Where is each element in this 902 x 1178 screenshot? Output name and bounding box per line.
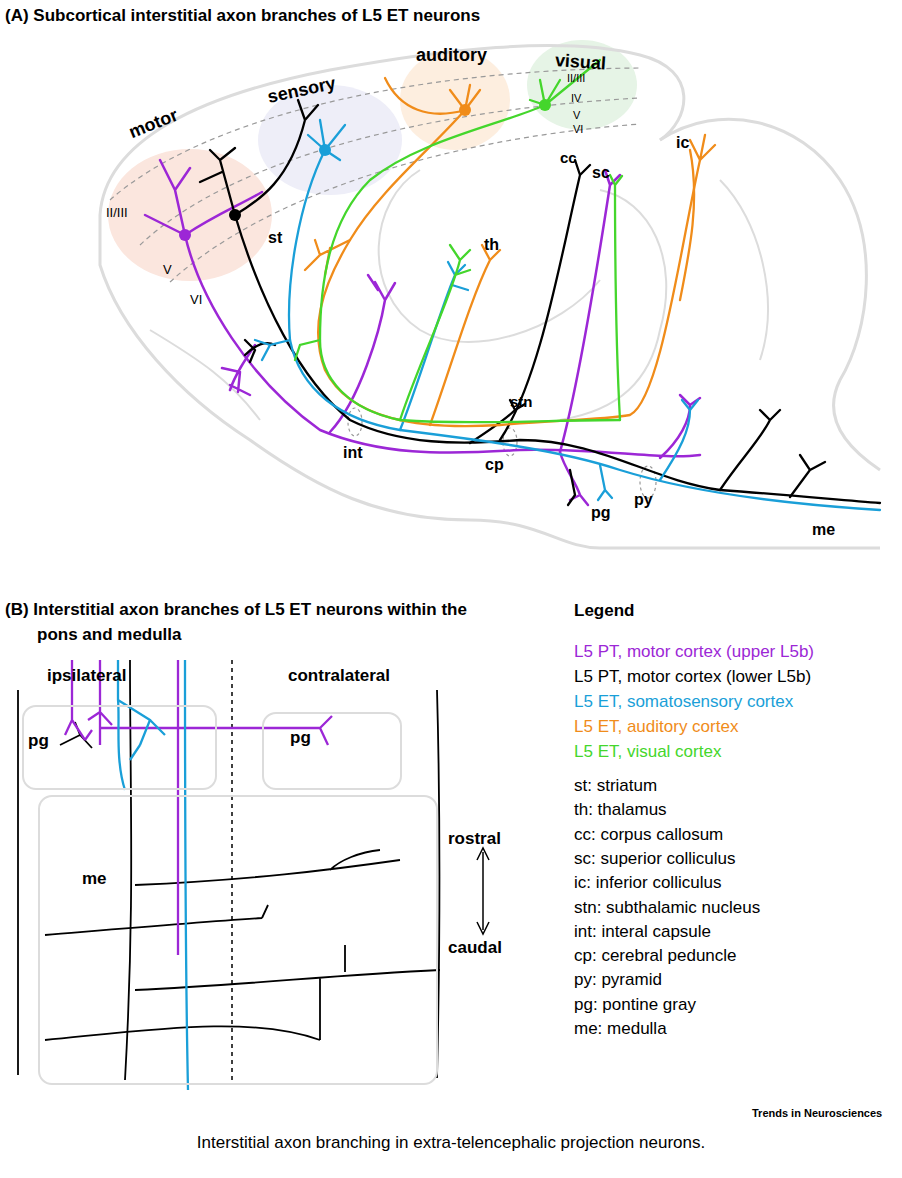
midline [231, 660, 233, 1080]
region-box: me [38, 795, 438, 1085]
axon-orange [305, 78, 715, 426]
legend-text: L5 PT, motor cortex (lower L5b) [574, 667, 811, 686]
legend-entry: cp: cerebral peduncle [574, 946, 737, 966]
label: visual [554, 49, 607, 76]
legend-text: int: interal capsule [574, 922, 711, 941]
legend-entry: me: medulla [574, 1019, 667, 1039]
axon-black [200, 100, 880, 505]
legend-text: py: pyramid [574, 970, 662, 989]
legend-text: L5 ET, somatosensory cortex [574, 692, 793, 711]
legend-swatch-text: L5 ET, auditory cortex [574, 717, 738, 737]
region-label: pg [290, 728, 311, 748]
legend-text: L5 ET, auditory cortex [574, 717, 738, 736]
label: (A) Subcortical interstitial axon branch… [5, 5, 480, 27]
label: st [268, 228, 282, 249]
region-label: me [82, 869, 107, 889]
label: sc [592, 163, 610, 184]
label: (B) Interstitial axon branches of L5 ET … [5, 598, 477, 647]
label: pg [591, 503, 611, 524]
legend-text: stn: subthalamic nucleus [574, 898, 760, 917]
label: motor [126, 104, 182, 145]
axon-green [295, 60, 622, 422]
label: ipsilateral [47, 665, 126, 687]
caption: Interstitial axon branching in extra-tel… [0, 1133, 902, 1153]
label: rostral [448, 828, 501, 850]
legend-entry: th: thalamus [574, 800, 667, 820]
direction-arrow [477, 848, 489, 934]
legend-entry: stn: subthalamic nucleus [574, 898, 760, 918]
label: caudal [448, 937, 502, 959]
legend-swatch-text: L5 PT, motor cortex (upper L5b) [574, 642, 814, 662]
brain-outline [100, 46, 880, 548]
axon-connector [217, 727, 262, 729]
legend-text: me: medulla [574, 1019, 667, 1038]
label: IV [571, 91, 581, 105]
legend-swatch-text: L5 PT, motor cortex (lower L5b) [574, 667, 811, 687]
region-box: pg [22, 705, 217, 790]
label: int [343, 443, 363, 464]
legend-entry: st: striatum [574, 776, 657, 796]
label: Legend [574, 600, 634, 622]
axon-blue [255, 120, 880, 510]
label: cc [560, 148, 577, 168]
neuron-soma [179, 99, 551, 241]
region-label: pg [28, 731, 49, 751]
label: py [634, 490, 653, 511]
label: auditory [416, 44, 487, 67]
label: VI [573, 122, 583, 136]
label: V [573, 108, 580, 122]
axon-blue-b [118, 660, 188, 1090]
label: ic [676, 133, 689, 154]
axon-black-b [45, 660, 440, 1080]
label: contralateral [288, 665, 390, 687]
label: th [484, 235, 499, 256]
legend-text: ic: inferior colliculus [574, 873, 721, 892]
axon-purple [145, 160, 700, 505]
label: II/III [567, 71, 585, 85]
label: cp [485, 455, 504, 476]
brainstem-boundary [18, 690, 439, 1078]
label: V [163, 262, 172, 279]
legend-text: pg: pontine gray [574, 995, 696, 1014]
legend-text: sc: superior colliculus [574, 849, 736, 868]
legend-swatch-text: L5 ET, somatosensory cortex [574, 692, 793, 712]
label: Trends in Neurosciences [752, 1106, 882, 1120]
legend-entry: sc: superior colliculus [574, 849, 736, 869]
legend-entry: cc: corpus callosum [574, 825, 723, 845]
legend-text: st: striatum [574, 776, 657, 795]
label: VI [190, 292, 202, 309]
legend-text: L5 ET, visual cortex [574, 742, 721, 761]
legend-entry: py: pyramid [574, 970, 662, 990]
legend-text: cc: corpus callosum [574, 825, 723, 844]
legend-entry: ic: inferior colliculus [574, 873, 721, 893]
legend-text: L5 PT, motor cortex (upper L5b) [574, 642, 814, 661]
legend-text: cp: cerebral peduncle [574, 946, 737, 965]
legend-text: th: thalamus [574, 800, 667, 819]
label: stn [510, 392, 533, 412]
label: me [812, 520, 835, 541]
visual-area [527, 40, 637, 130]
region-box: pg [262, 712, 402, 790]
legend-entry: pg: pontine gray [574, 995, 696, 1015]
legend-entry: int: interal capsule [574, 922, 711, 942]
label: II/III [106, 205, 128, 222]
motor-area [108, 149, 272, 281]
legend-swatch-text: L5 ET, visual cortex [574, 742, 721, 762]
